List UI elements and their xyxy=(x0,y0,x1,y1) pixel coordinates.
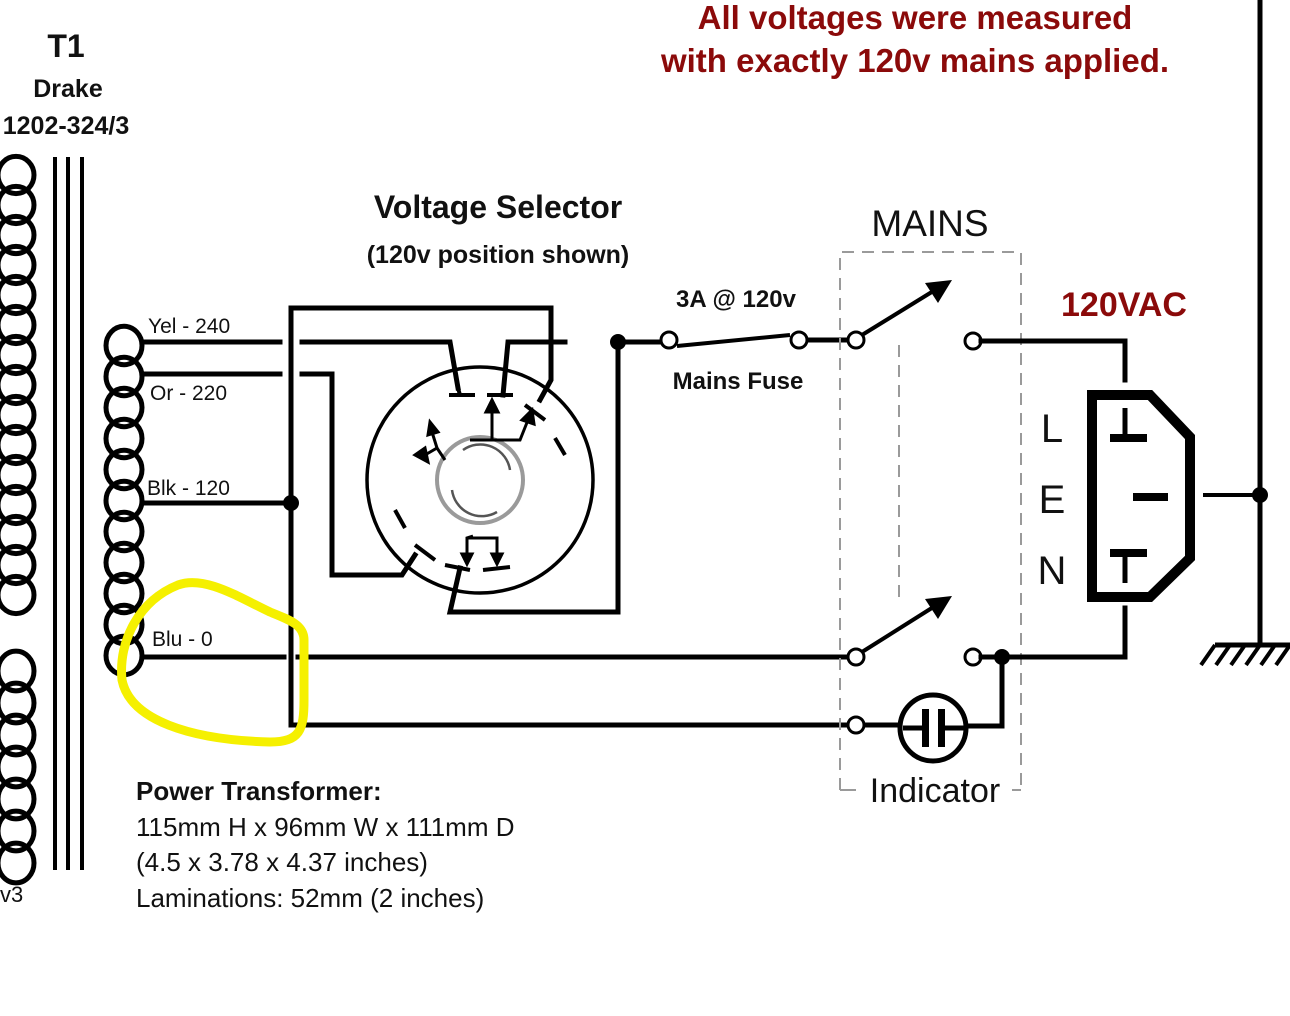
note-line-1: All voltages were measured xyxy=(698,0,1133,36)
wire-or-220-selector xyxy=(299,371,419,578)
coil-turn xyxy=(103,447,145,492)
switch-terminal xyxy=(846,647,866,667)
coil-turn xyxy=(0,303,37,347)
coil-turn xyxy=(0,744,37,790)
indicator-terminal xyxy=(846,715,866,735)
fuse-element-icon xyxy=(676,333,791,348)
secondary-label-fragment: v3 xyxy=(0,882,23,907)
junction-dot xyxy=(283,495,299,511)
junction-dot xyxy=(610,334,626,350)
fuse-name: Mains Fuse xyxy=(673,368,804,395)
transformer-t1: T1 Drake 1202-324/3 v3 xyxy=(0,28,145,907)
coil-turn xyxy=(0,808,37,854)
coil-turn xyxy=(103,385,145,430)
transformer-maker: Drake xyxy=(33,75,103,103)
rotation-arrow-icon xyxy=(462,443,512,471)
coil-turn xyxy=(0,543,37,587)
indicator-label: Indicator xyxy=(870,772,1000,810)
coil-turn xyxy=(0,680,37,726)
coil-turn xyxy=(0,513,37,557)
coil-turn xyxy=(103,571,145,616)
spec-title: Power Transformer: xyxy=(136,776,382,806)
inlet-voltage-label: 120VAC xyxy=(1061,286,1187,324)
wire-neutral xyxy=(978,605,1128,660)
ground-symbol-icon xyxy=(1199,642,1290,667)
indicator-neon-lamp-icon xyxy=(897,692,969,764)
switch-enclosure xyxy=(839,251,1022,790)
coil-turn xyxy=(0,243,37,287)
fuse-terminal xyxy=(659,330,679,350)
tap-wires: Yel - 240 Or - 220 Blk - 120 Blu - 0 xyxy=(139,305,853,728)
voltage-selector: Voltage Selector (120v position shown) xyxy=(365,189,630,615)
transformer-core-icon xyxy=(53,157,84,870)
coil-turn xyxy=(0,712,37,758)
coil-turn xyxy=(0,483,37,527)
transformer-part-number: 1202-324/3 xyxy=(3,112,130,140)
coil-turn xyxy=(103,509,145,554)
coil-turn xyxy=(0,840,37,886)
selector-subtitle: (120v position shown) xyxy=(367,241,630,269)
primary-winding-icon xyxy=(0,153,37,617)
mains-switch: MAINS Indicator xyxy=(839,203,1128,810)
tap-label-or-220: Or - 220 xyxy=(150,382,227,405)
tap-label-blk-120: Blk - 120 xyxy=(147,477,230,500)
selector-rotor-arrows xyxy=(412,396,536,568)
wire-line xyxy=(978,338,1128,383)
mains-fuse: 3A @ 120v Mains Fuse xyxy=(610,286,851,395)
coil-turn xyxy=(0,183,37,227)
coil-turn xyxy=(0,273,37,317)
switch-arrow-icon xyxy=(925,280,952,303)
wire-indicator-return xyxy=(963,654,1005,729)
selector-rotor-icon xyxy=(435,435,525,525)
coil-turn xyxy=(0,423,37,467)
coil-turn xyxy=(0,453,37,497)
switch-blade-icon xyxy=(860,604,937,654)
chassis-ground xyxy=(1199,0,1290,667)
tap-label-yel-240: Yel - 240 xyxy=(148,315,230,338)
coil-turn xyxy=(0,393,37,437)
coil-turn xyxy=(103,323,145,368)
note-line-2: with exactly 120v mains applied. xyxy=(660,42,1169,79)
coil-turn xyxy=(0,648,37,694)
transformer-ref: T1 xyxy=(47,28,84,64)
coil-turn xyxy=(0,333,37,377)
switch-arrow-icon xyxy=(925,596,952,619)
wire-yel-240-selector xyxy=(299,339,461,391)
secondary-winding-icon xyxy=(0,648,37,886)
selector-outer-ring-icon xyxy=(365,365,595,595)
switch-blade-icon xyxy=(860,288,937,337)
junction-dot xyxy=(1252,487,1268,503)
coil-turn xyxy=(103,540,145,585)
spec-line-dimensions-in: (4.5 x 3.78 x 4.37 inches) xyxy=(136,847,428,877)
coil-turn xyxy=(0,213,37,257)
coil-turn xyxy=(0,153,37,197)
measurement-note: All voltages were measured with exactly … xyxy=(660,0,1169,79)
selector-contacts xyxy=(393,339,621,615)
spec-line-dimensions-mm: 115mm H x 96mm W x 111mm D xyxy=(136,812,515,842)
coil-turn xyxy=(0,776,37,822)
tap-label-blu-0: Blu - 0 xyxy=(152,628,213,651)
coil-turn xyxy=(103,416,145,461)
inlet-pin-label-n: N xyxy=(1038,549,1067,593)
coil-turn xyxy=(0,363,37,407)
transformer-specs: Power Transformer: 115mm H x 96mm W x 11… xyxy=(136,776,515,913)
switch-terminal xyxy=(846,330,866,350)
fuse-terminal xyxy=(789,330,809,350)
highlight-annotation xyxy=(117,578,309,747)
selector-title: Voltage Selector xyxy=(374,189,622,225)
wire-common-bus xyxy=(288,305,554,728)
inlet-pin-label-l: L xyxy=(1041,407,1063,451)
mains-switch-title: MAINS xyxy=(871,203,988,244)
fuse-rating: 3A @ 120v xyxy=(676,286,797,313)
coil-turn xyxy=(0,573,37,617)
rotation-arrow-icon xyxy=(450,489,498,518)
inlet-pin-label-e: E xyxy=(1039,478,1066,522)
iec-inlet: 120VAC L E N xyxy=(1038,286,1262,602)
spec-line-laminations: Laminations: 52mm (2 inches) xyxy=(136,883,484,913)
inlet-body-icon xyxy=(1087,390,1195,602)
